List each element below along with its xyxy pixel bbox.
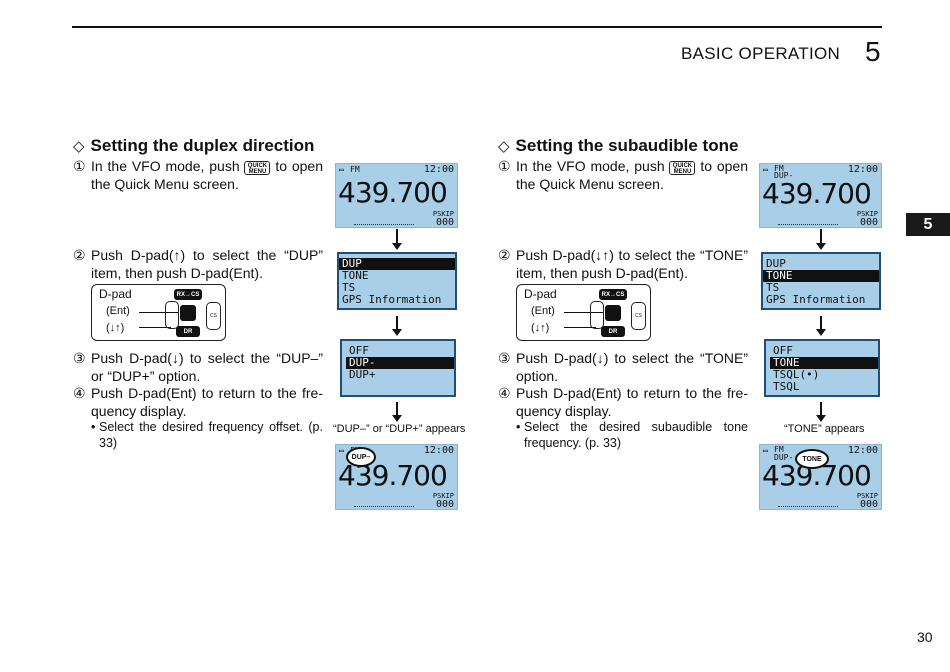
- quick-menu-screen: DUP TONE TS GPS Information: [761, 252, 881, 310]
- dup-option-screen: OFF DUP- DUP+: [340, 339, 456, 397]
- dpad-center-icon: [180, 305, 196, 321]
- menu-item-ts: TS: [766, 281, 780, 294]
- cs-key-icon: CS: [206, 302, 221, 330]
- menu-item-dup: DUP: [339, 258, 455, 270]
- quick-menu-screen: DUP TONE TS GPS Information: [337, 252, 457, 310]
- tone-indicator-highlight: TONE: [795, 449, 829, 469]
- vm-key-icon: [165, 301, 179, 329]
- left-step-2: ② Push D-pad(↑) to select the “DUP” item…: [73, 247, 323, 281]
- rx-cs-key-icon: RX→CS: [174, 289, 202, 300]
- dpad-label: D-pad: [99, 287, 132, 301]
- option-dup-minus: DUP-: [346, 357, 454, 369]
- dr-key-icon: DR: [601, 326, 625, 337]
- lcd-frequency: 439.700: [338, 176, 448, 209]
- left-caption: “DUP–” or “DUP+” appears: [333, 423, 466, 435]
- lcd-screen-result: ▭ FM DUP- 12:00 439.700 PSKIP 000 TONE: [759, 444, 882, 510]
- dr-key-icon: DR: [176, 326, 200, 337]
- arrow-down-icon: [392, 402, 402, 422]
- right-caption: “TONE” appears: [784, 423, 865, 435]
- option-off: OFF: [349, 344, 369, 357]
- option-tsql-beep: TSQL(•): [773, 368, 820, 381]
- option-dup-plus: DUP+: [349, 368, 376, 381]
- menu-item-dup: DUP: [766, 257, 786, 270]
- cs-key-icon: CS: [631, 302, 646, 330]
- left-step-4: ④ Push D-pad(Ent) to return to the fre- …: [73, 385, 323, 419]
- menu-item-tone: TONE: [342, 269, 369, 282]
- dpad-ent-label: (Ent): [531, 305, 555, 317]
- arrow-down-icon: [816, 229, 826, 250]
- menu-item-gps: GPS Information: [342, 293, 442, 306]
- battery-icon: ▭: [339, 446, 344, 455]
- battery-icon: ▭: [763, 446, 768, 455]
- lcd-screen-vfo: ▭ FM DUP- 12:00 439.700 PSKIP 000: [759, 163, 882, 228]
- option-off: OFF: [773, 344, 793, 357]
- option-tone: TONE: [770, 357, 878, 369]
- left-bullet: •Select the desired frequency offset. (p…: [91, 420, 323, 450]
- right-bullet: •Select the desired subaudible tone freq…: [516, 420, 748, 450]
- dpad-label: D-pad: [524, 287, 557, 301]
- lcd-screen-result: ▭ FM 12:00 439.700 PSKIP 000 DUP–: [335, 444, 458, 510]
- battery-icon: ▭: [339, 165, 344, 174]
- page-number: 30: [917, 629, 933, 645]
- menu-item-tone: TONE: [763, 270, 879, 282]
- rx-cs-key-icon: RX→CS: [599, 289, 627, 300]
- tone-option-screen: OFF TONE TSQL(•) TSQL: [764, 339, 880, 397]
- chapter-title: BASIC OPERATION: [681, 44, 841, 63]
- left-section-title: ◇Setting the duplex direction: [73, 136, 315, 155]
- dpad-diagram: D-pad (Ent) (↓↑) RX→CS DR CS: [91, 284, 226, 341]
- left-step-3: ③ Push D-pad(↓) to select the “DUP–” or …: [73, 350, 323, 384]
- header-rule: [72, 26, 882, 28]
- pointer-line: [564, 327, 596, 328]
- pointer-line: [139, 312, 179, 313]
- vm-key-icon: [590, 301, 604, 329]
- dpad-ent-label: (Ent): [106, 305, 130, 317]
- dpad-center-icon: [605, 305, 621, 321]
- dpad-updown-label: (↓↑): [531, 322, 550, 334]
- arrow-down-icon: [392, 316, 402, 336]
- right-section-title: ◇Setting the subaudible tone: [498, 136, 739, 155]
- arrow-down-icon: [816, 402, 826, 422]
- dpad-updown-label: (↓↑): [106, 322, 125, 334]
- pointer-line: [139, 327, 171, 328]
- side-chapter-tab: 5: [906, 213, 950, 236]
- option-tsql: TSQL: [773, 380, 800, 393]
- pointer-line: [564, 312, 604, 313]
- right-step-2: ② Push D-pad(↓↑) to select the “TONE” it…: [498, 247, 748, 281]
- chapter-number: 5: [865, 36, 881, 67]
- diamond-icon: ◇: [73, 138, 85, 155]
- arrow-down-icon: [392, 229, 402, 250]
- menu-item-ts: TS: [342, 281, 356, 294]
- lcd-screen-vfo: ▭ FM 12:00 439.700 PSKIP 000: [335, 163, 458, 228]
- dup-indicator-highlight: DUP–: [346, 447, 376, 467]
- right-step-3: ③ Push D-pad(↓) to select the “TONE” opt…: [498, 350, 748, 384]
- dpad-diagram: D-pad (Ent) (↓↑) RX→CS DR CS: [516, 284, 651, 341]
- diamond-icon: ◇: [498, 138, 510, 155]
- battery-icon: ▭: [763, 165, 768, 174]
- arrow-down-icon: [816, 316, 826, 336]
- lcd-clock: 12:00: [423, 164, 454, 175]
- right-step-4: ④ Push D-pad(Ent) to return to the fre- …: [498, 385, 748, 419]
- menu-item-gps: GPS Information: [766, 293, 866, 306]
